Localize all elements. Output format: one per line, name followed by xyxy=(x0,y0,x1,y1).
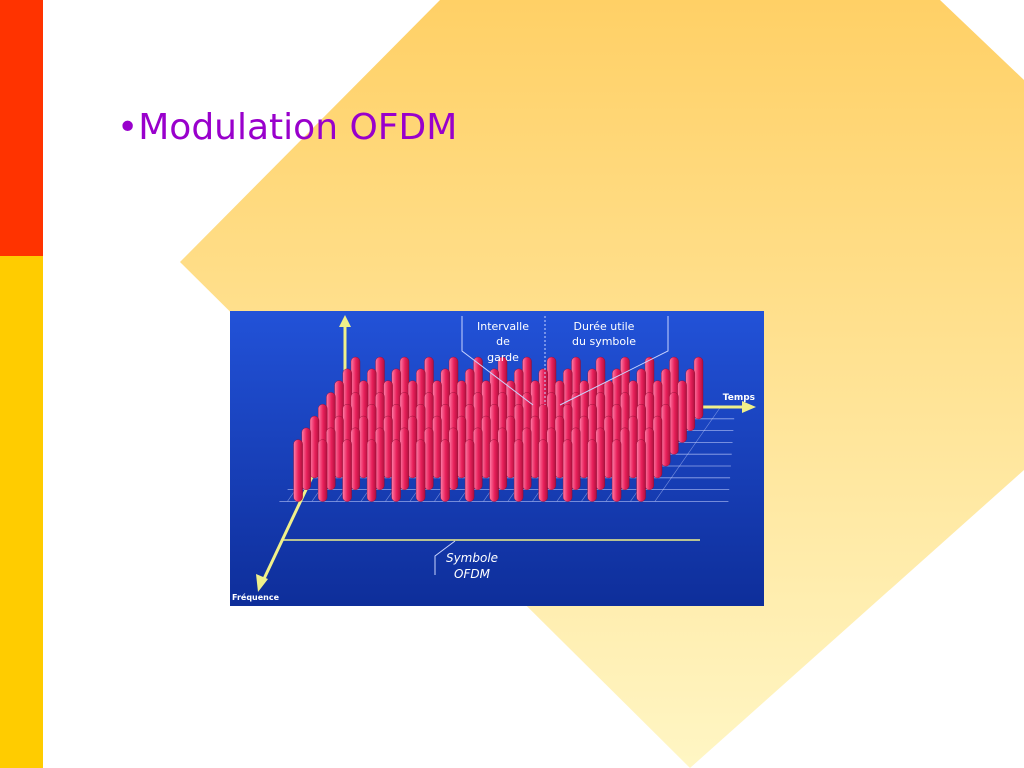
subcarrier-pulse xyxy=(685,368,695,431)
subcarrier-pulse xyxy=(334,415,344,479)
subcarrier-pulse xyxy=(522,427,532,491)
subcarrier-pulse xyxy=(652,415,663,479)
subcarrier-pulse xyxy=(562,439,573,502)
subcarrier-pulse xyxy=(497,427,507,491)
guard-interval-label-line2: de xyxy=(496,335,510,348)
subcarrier-pulse xyxy=(554,415,565,479)
subcarrier-pulse xyxy=(587,439,597,502)
ofdm-diagram: Intervalle de garde Durée utile du symbo… xyxy=(230,311,764,606)
subcarrier-pulse xyxy=(644,427,654,491)
subcarrier-pulse xyxy=(293,439,303,502)
subcarrier-pulse xyxy=(424,427,434,491)
subcarrier-pulse xyxy=(366,439,377,502)
subcarrier-pulse xyxy=(326,427,336,491)
subcarrier-pulse xyxy=(538,439,548,502)
subcarrier-pulse xyxy=(481,415,491,479)
subcarrier-pulse xyxy=(677,380,687,443)
ofdm-symbol-label-line2: OFDM xyxy=(454,567,491,581)
subcarrier-pulse xyxy=(407,415,418,479)
subcarrier-pulse xyxy=(611,439,622,502)
time-axis-label: Temps xyxy=(723,393,755,403)
subcarrier-pulse xyxy=(440,439,450,502)
slide-title: •Modulation OFDM xyxy=(117,107,458,148)
subcarrier-pulse xyxy=(464,439,475,502)
subcarrier-pulse xyxy=(530,415,540,479)
subcarrier-pulse xyxy=(448,427,459,491)
subcarrier-pulse xyxy=(693,356,704,420)
subcarrier-pulse xyxy=(342,439,352,502)
subcarrier-pulse xyxy=(603,415,614,479)
callout-lines xyxy=(434,316,669,575)
subcarrier-pulse xyxy=(579,415,589,479)
subcarrier-pulse xyxy=(669,392,679,455)
subcarrier-pulse xyxy=(636,439,646,502)
subcarrier-pulse xyxy=(571,427,581,491)
subcarrier-pulse xyxy=(301,427,312,491)
guard-interval-label-line1: Intervalle xyxy=(477,320,529,333)
subcarrier-pulse xyxy=(473,427,483,491)
subcarrier-pulse xyxy=(620,427,630,491)
useful-duration-label-line2: du symbole xyxy=(572,335,636,348)
left-accent-bar-bottom xyxy=(0,256,43,768)
subcarrier-pulse xyxy=(513,439,524,502)
subcarrier-pulse xyxy=(505,415,516,479)
useful-duration-label-line1: Durée utile xyxy=(574,320,635,333)
subcarrier-pulse xyxy=(628,415,638,479)
subcarrier-pulse xyxy=(391,439,401,502)
subcarrier-pulse xyxy=(661,403,671,467)
subcarrier-pulse xyxy=(456,415,467,479)
subcarrier-pulse xyxy=(317,439,328,502)
subcarrier-pulse xyxy=(595,427,605,491)
subcarrier-pulse xyxy=(546,427,556,491)
left-accent-bar-top xyxy=(0,0,43,256)
subcarrier-pulse xyxy=(415,439,426,502)
subcarrier-pulse xyxy=(399,427,410,491)
subcarrier-pulse xyxy=(375,427,385,491)
subcarrier-pulse xyxy=(309,415,320,479)
subcarrier-pulses xyxy=(293,356,704,502)
subcarrier-pulse xyxy=(489,439,499,502)
subcarrier-pulse xyxy=(350,427,361,491)
frequency-axis-label: Fréquence xyxy=(232,592,280,602)
guard-interval-label-line3: garde xyxy=(487,351,519,364)
subcarrier-pulse xyxy=(383,415,393,479)
subcarrier-pulse xyxy=(358,415,369,479)
ofdm-symbol-label-line1: Symbole xyxy=(446,551,498,565)
subcarrier-pulse xyxy=(432,415,442,479)
